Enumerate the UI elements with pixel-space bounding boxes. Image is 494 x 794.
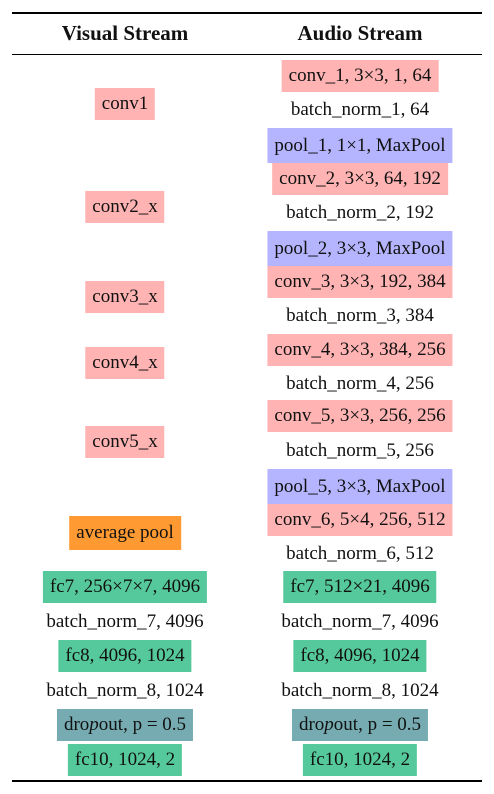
audio-layer-dropout: dropout, p = 0.5	[291, 709, 429, 741]
audio-layer-conv-3: conv_3, 3×3, 192, 384	[267, 266, 453, 298]
audio-layer-conv-2: conv_2, 3×3, 64, 192	[272, 163, 448, 195]
audio-layer-pool-1: pool_1, 1×1, MaxPool	[267, 128, 453, 163]
visual-layer-conv1: conv1	[94, 88, 156, 120]
audio-layer-batch-norm-2: batch_norm_2, 192	[286, 202, 434, 223]
audio-layer-conv-1: conv_1, 3×3, 1, 64	[281, 60, 439, 92]
visual-layer-conv3: conv3_x	[85, 281, 165, 313]
audio-layer-fc8: fc8, 4096, 1024	[293, 640, 427, 672]
visual-layer-batch-norm-8: batch_norm_8, 1024	[46, 680, 204, 701]
visual-layer-average-pool: average pool	[69, 516, 181, 550]
header-rule	[12, 54, 482, 55]
audio-layer-batch-norm-8: batch_norm_8, 1024	[281, 680, 439, 701]
audio-stream-header: Audio Stream	[297, 21, 423, 45]
visual-layer-fc8: fc8, 4096, 1024	[58, 640, 192, 672]
visual-layer-dropout: dropout, p = 0.5	[56, 709, 194, 741]
visual-layer-fc7: fc7, 256×7×7, 4096	[42, 571, 208, 603]
audio-layer-batch-norm-6: batch_norm_6, 512	[286, 543, 434, 564]
visual-layer-conv5: conv5_x	[85, 426, 165, 458]
audio-layer-conv-5: conv_5, 3×3, 256, 256	[267, 400, 453, 432]
audio-layer-conv-6: conv_6, 5×4, 256, 512	[267, 504, 453, 536]
table-bottom-rule	[12, 780, 482, 782]
audio-layer-pool-2: pool_2, 3×3, MaxPool	[267, 231, 453, 266]
visual-layer-conv4: conv4_x	[85, 347, 165, 379]
audio-layer-pool-5: pool_5, 3×3, MaxPool	[267, 469, 453, 504]
audio-layer-conv-4: conv_4, 3×3, 384, 256	[267, 334, 453, 366]
audio-layer-batch-norm-1: batch_norm_1, 64	[290, 99, 430, 120]
audio-layer-batch-norm-4: batch_norm_4, 256	[286, 373, 434, 394]
table-top-rule	[12, 12, 482, 14]
audio-layer-batch-norm-7: batch_norm_7, 4096	[281, 611, 439, 632]
audio-layer-fc10: fc10, 1024, 2	[302, 744, 418, 776]
visual-layer-fc10: fc10, 1024, 2	[67, 744, 183, 776]
audio-layer-batch-norm-3: batch_norm_3, 384	[286, 305, 434, 326]
audio-layer-batch-norm-5: batch_norm_5, 256	[286, 440, 434, 461]
visual-stream-header: Visual Stream	[61, 21, 189, 45]
visual-layer-batch-norm-7: batch_norm_7, 4096	[46, 611, 204, 632]
audio-layer-fc7: fc7, 512×21, 4096	[283, 571, 437, 603]
visual-layer-conv2: conv2_x	[85, 191, 165, 223]
